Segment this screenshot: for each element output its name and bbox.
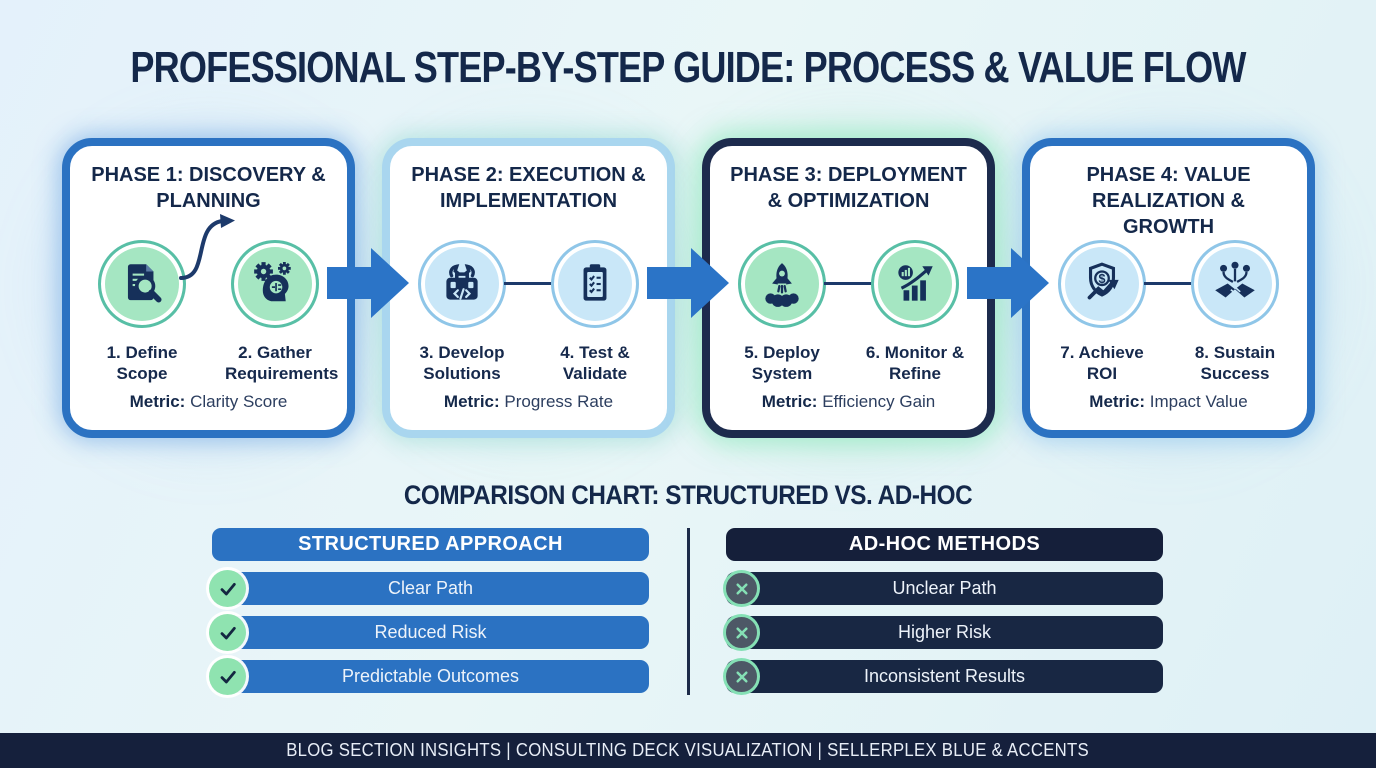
handshake-network-icon bbox=[1215, 261, 1255, 298]
metric-label: Metric: bbox=[443, 392, 500, 411]
phase-card-4: PHASE 4: VALUE REALIZATION & GROWTH $ bbox=[1022, 138, 1315, 438]
step-label: 7. Achieve ROI bbox=[1060, 343, 1144, 384]
comparison-row: Unclear Path bbox=[723, 570, 1163, 607]
adhoc-header: AD-HOC METHODS bbox=[726, 528, 1163, 561]
metric: Metric: Efficiency Gain bbox=[710, 392, 987, 412]
phase-card-2: PHASE 2: EXECUTION & IMPLEMENTATION bbox=[382, 138, 675, 438]
clipboard-checklist-icon bbox=[583, 264, 607, 301]
growth-chart-icon bbox=[898, 265, 933, 301]
cross-icon bbox=[723, 614, 760, 651]
row-label: Unclear Path bbox=[892, 578, 997, 598]
document-search-icon bbox=[127, 264, 162, 303]
step-icon-circle bbox=[98, 240, 186, 328]
comparison-row: Clear Path bbox=[209, 570, 649, 607]
comparison-row: Predictable Outcomes bbox=[209, 658, 649, 695]
phase-1-title: PHASE 1: DISCOVERY & PLANNING bbox=[91, 164, 326, 212]
metric-label: Metric: bbox=[129, 392, 186, 411]
column-divider bbox=[687, 528, 690, 695]
step-icon-circle bbox=[871, 240, 959, 328]
check-icon bbox=[209, 570, 246, 607]
phase-3-title: PHASE 3: DEPLOYMENT & OPTIMIZATION bbox=[730, 164, 967, 212]
row-label: Clear Path bbox=[387, 578, 474, 598]
comparison-title: COMPARISON CHART: STRUCTURED VS. AD-HOC bbox=[403, 480, 973, 510]
step-connector-line bbox=[1144, 282, 1193, 285]
comparison-row: Inconsistent Results bbox=[723, 658, 1163, 695]
structured-column: STRUCTURED APPROACH Clear Path Reduced R… bbox=[209, 528, 649, 695]
step-icon-circle bbox=[1191, 240, 1279, 328]
metric-label: Metric: bbox=[1089, 392, 1146, 411]
comparison-row: Higher Risk bbox=[723, 614, 1163, 651]
head-gears-icon bbox=[254, 262, 291, 302]
row-label: Predictable Outcomes bbox=[341, 666, 520, 686]
row-label: Reduced Risk bbox=[374, 622, 487, 642]
step-label: 3. Develop Solutions bbox=[419, 343, 505, 384]
comparison-row: Reduced Risk bbox=[209, 614, 649, 651]
shield-roi-icon: $ bbox=[1087, 262, 1119, 300]
phase-card-3: PHASE 3: DEPLOYMENT & OPTIMIZATION bbox=[702, 138, 995, 438]
footer-bar: BLOG SECTION INSIGHTS | CONSULTING DECK … bbox=[0, 733, 1376, 768]
step-label: 5. Deploy System bbox=[744, 343, 820, 384]
check-icon bbox=[209, 614, 246, 651]
cross-icon bbox=[723, 570, 760, 607]
footer-text: BLOG SECTION INSIGHTS | CONSULTING DECK … bbox=[286, 740, 1090, 760]
phase-card-1: PHASE 1: DISCOVERY & PLANNING bbox=[62, 138, 355, 438]
phase-4-title: PHASE 4: VALUE REALIZATION & GROWTH bbox=[1086, 164, 1251, 238]
flow-arrow-icon bbox=[647, 248, 729, 318]
step-label: 8. Sustain Success bbox=[1194, 343, 1276, 384]
phase-2-title: PHASE 2: EXECUTION & IMPLEMENTATION bbox=[411, 164, 646, 212]
step-connector-line bbox=[824, 282, 873, 285]
step-icon-circle bbox=[231, 240, 319, 328]
metric: Metric: Progress Rate bbox=[390, 392, 667, 412]
metric-value: Efficiency Gain bbox=[822, 392, 936, 411]
metric-value: Progress Rate bbox=[504, 392, 614, 411]
step-label: 6. Monitor & Refine bbox=[865, 343, 965, 384]
svg-text:$: $ bbox=[1099, 272, 1106, 286]
check-icon bbox=[209, 658, 246, 695]
step-icon-circle bbox=[551, 240, 639, 328]
step-icon-circle bbox=[738, 240, 826, 328]
curved-step-arrow bbox=[179, 214, 235, 280]
metric-value: Clarity Score bbox=[190, 392, 288, 411]
step-connector-line bbox=[504, 282, 553, 285]
structured-header: STRUCTURED APPROACH bbox=[212, 528, 649, 561]
metric: Metric: Clarity Score bbox=[70, 392, 347, 412]
flow-arrow-icon bbox=[327, 248, 409, 318]
step-icon-circle: $ bbox=[1058, 240, 1146, 328]
toolbox-code-icon bbox=[446, 264, 478, 300]
step-label: 1. Define Scope bbox=[106, 343, 178, 384]
adhoc-column: AD-HOC METHODS Unclear Path Higher Risk … bbox=[723, 528, 1163, 695]
step-label: 4. Test & Validate bbox=[560, 343, 630, 384]
step-icon-circle bbox=[418, 240, 506, 328]
rocket-launch-icon bbox=[765, 263, 799, 307]
flow-arrow-icon bbox=[967, 248, 1049, 318]
cross-icon bbox=[723, 658, 760, 695]
page-title: PROFESSIONAL STEP-BY-STEP GUIDE: PROCESS… bbox=[130, 43, 1246, 92]
metric: Metric: Impact Value bbox=[1030, 392, 1307, 412]
metric-value: Impact Value bbox=[1149, 392, 1248, 411]
metric-label: Metric: bbox=[761, 392, 818, 411]
row-label: Higher Risk bbox=[897, 622, 992, 642]
row-label: Inconsistent Results bbox=[863, 666, 1026, 686]
step-label: 2. Gather Requirements bbox=[225, 343, 339, 384]
